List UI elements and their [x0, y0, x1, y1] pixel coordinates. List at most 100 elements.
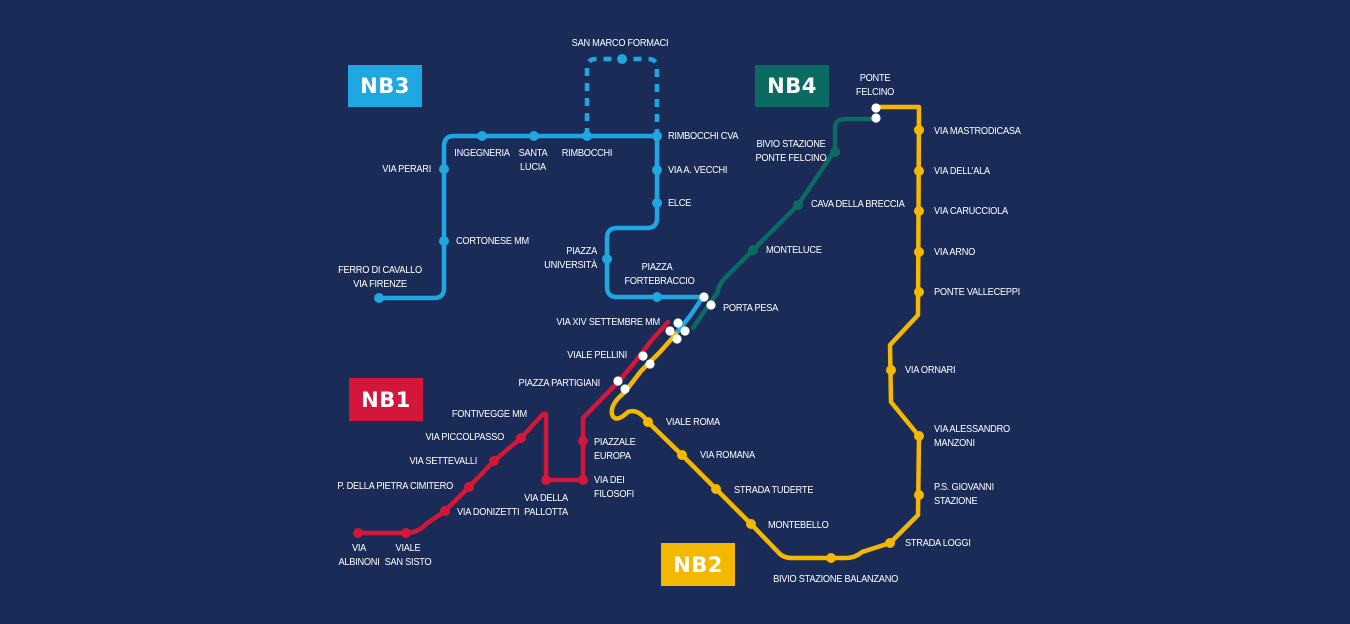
station-label-viale-pellini[interactable]: VIALE PELLINI [567, 349, 627, 361]
station-dot-nb2[interactable] [746, 519, 756, 529]
station-dot-nb2[interactable] [677, 450, 687, 460]
station-label-p-della-pietra[interactable]: P. DELLA PIETRA CIMITERO [337, 480, 453, 492]
station-dot-nb3[interactable] [374, 293, 384, 303]
station-label-san-marco-formaci[interactable]: SAN MARCO FORMACI [571, 37, 669, 49]
station-label-bivio-ponte-felcino[interactable]: BIVIO STAZIONE PONTE FELCINO [755, 138, 827, 164]
station-dot-nb2[interactable] [886, 365, 896, 375]
station-dot-nb1[interactable] [440, 506, 450, 516]
station-dot-nb3[interactable] [602, 254, 612, 264]
interchange-station[interactable] [673, 318, 690, 336]
station-dot-nb2[interactable] [914, 166, 924, 176]
station-dot-nb2[interactable] [914, 206, 924, 216]
station-label-piazza-universita[interactable]: PIAZZA UNIVERSITÀ [544, 245, 597, 271]
station-dot-nb2[interactable] [914, 490, 924, 500]
interchange-station[interactable] [665, 326, 682, 344]
interchange-dot [871, 103, 881, 113]
station-dot-nb2[interactable] [711, 484, 721, 494]
station-dot-nb3[interactable] [652, 292, 662, 302]
station-dot-nb3[interactable] [652, 131, 662, 141]
station-dot-nb4[interactable] [748, 245, 758, 255]
station-label-via-dellala[interactable]: VIA DELL’ALA [934, 165, 990, 177]
station-label-via-carucciola[interactable]: VIA CARUCCIOLA [934, 205, 1008, 217]
interchange-dot [645, 359, 655, 369]
station-label-fontivegge-mm[interactable]: FONTIVEGGE MM [451, 408, 527, 420]
interchange-dot [871, 113, 881, 123]
route-nb3-dashed-branch[interactable] [584, 56, 660, 136]
station-label-porta-pesa[interactable]: PORTA PESA [723, 302, 779, 314]
station-dot-nb1[interactable] [401, 528, 411, 538]
station-dot-nb1[interactable] [578, 436, 588, 446]
station-dot-nb1[interactable] [541, 475, 551, 485]
station-label-strada-loggi[interactable]: STRADA LOGGI [905, 537, 971, 549]
station-label-via-della-pallotta[interactable]: VIA DELLA PALLOTTA [524, 492, 568, 518]
station-dot-nb1[interactable] [353, 528, 363, 538]
badge-nb4: NB4 [755, 65, 829, 107]
station-label-ingegneria[interactable]: INGEGNERIA [454, 147, 510, 159]
interchange-station[interactable] [871, 103, 881, 123]
station-label-montebello[interactable]: MONTEBELLO [768, 519, 829, 531]
station-dot-nb2[interactable] [914, 125, 924, 135]
route-nb4[interactable] [690, 116, 878, 331]
station-label-piazza-partigiani[interactable]: PIAZZA PARTIGIANI [518, 377, 601, 389]
station-label-ponte-valleceppi[interactable]: PONTE VALLECEPPI [934, 286, 1020, 298]
station-dot-nb2[interactable] [914, 431, 924, 441]
station-label-rimbocchi[interactable]: RIMBOCCHI [561, 147, 613, 159]
station-dot-nb4[interactable] [793, 200, 803, 210]
station-dot-nb3[interactable] [439, 236, 449, 246]
station-label-via-piccolpasso[interactable]: VIA PICCOLPASSO [425, 431, 504, 443]
station-dot-nb1[interactable] [516, 433, 526, 443]
station-label-ponte-felcino[interactable]: PONTE FELCINO [855, 72, 895, 98]
interchange-dot [706, 300, 716, 310]
station-label-ferro-di-cavallo[interactable]: FERRO DI CAVALLO VIA FIRENZE [338, 264, 422, 290]
station-dot-nb1[interactable] [489, 456, 499, 466]
station-dot-nb1[interactable] [464, 482, 474, 492]
station-label-piazza-fortebraccio[interactable]: PIAZZA FORTEBRACCIO [624, 261, 695, 287]
station-label-via-manzoni[interactable]: VIA ALESSANDRO MANZONI [934, 423, 1010, 449]
interchange-dot [673, 318, 683, 328]
station-dot-nb2[interactable] [826, 553, 836, 563]
interchange-dot [699, 292, 709, 302]
station-label-via-perari[interactable]: VIA PERARI [382, 163, 431, 175]
station-dot-nb3[interactable] [582, 131, 592, 141]
station-dot-nb3[interactable] [652, 198, 662, 208]
station-dot-nb1[interactable] [578, 475, 588, 485]
station-dot-nb3[interactable] [477, 131, 487, 141]
station-label-bivio-balanzano[interactable]: BIVIO STAZIONE BALANZANO [773, 573, 899, 585]
station-label-strada-tuderte[interactable]: STRADA TUDERTE [734, 484, 814, 496]
station-label-via-ornari[interactable]: VIA ORNARI [905, 364, 956, 376]
station-label-rimbocchi-cva[interactable]: RIMBOCCHI CVA [668, 130, 739, 142]
station-label-via-settevalli[interactable]: VIA SETTEVALLI [409, 455, 477, 467]
station-dot-nb3[interactable] [529, 131, 539, 141]
station-dot-nb2[interactable] [885, 538, 895, 548]
station-label-piazzale-europa[interactable]: PIAZZALE EUROPA [594, 436, 636, 462]
interchange-station[interactable] [638, 351, 655, 369]
station-dot-nb2[interactable] [914, 247, 924, 257]
station-label-cava-breccia[interactable]: CAVA DELLA BRECCIA [811, 198, 905, 210]
station-label-santa-lucia[interactable]: SANTA LUCIA [518, 147, 548, 173]
station-label-viale-san-sisto[interactable]: VIALE SAN SISTO [384, 542, 432, 568]
station-label-via-dei-filosofi[interactable]: VIA DEI FILOSOFI [594, 474, 634, 500]
interchange-station[interactable] [699, 292, 716, 310]
station-label-viale-roma[interactable]: VIALE ROMA [666, 416, 720, 428]
interchange-station[interactable] [613, 376, 630, 394]
station-label-via-arno[interactable]: VIA ARNO [934, 246, 976, 258]
station-label-elce[interactable]: ELCE [668, 197, 692, 209]
station-dot-nb3[interactable] [439, 164, 449, 174]
station-label-via-a-vecchi[interactable]: VIA A. VECCHI [668, 164, 728, 176]
station-label-via-mastrodicasa[interactable]: VIA MASTRODICASA [934, 125, 1021, 137]
route-nb3[interactable] [376, 133, 706, 339]
station-label-via-xiv-settembre[interactable]: VIA XIV SETTEMBRE MM [556, 316, 660, 328]
station-label-cortonese-mm[interactable]: CORTONESE MM [456, 235, 529, 247]
station-label-via-albinoni[interactable]: VIA ALBINONI [338, 542, 380, 568]
station-dot-nb4[interactable] [830, 147, 840, 157]
station-dot-nb3[interactable] [652, 165, 662, 175]
station-label-monteluce[interactable]: MONTELUCE [766, 244, 822, 256]
route-nb2[interactable] [609, 104, 922, 561]
station-dot-nb2[interactable] [643, 417, 653, 427]
interchange-dot [672, 334, 682, 344]
station-label-ps-giovanni[interactable]: P.S. GIOVANNI STAZIONE [934, 481, 994, 507]
station-dot-nb2[interactable] [914, 287, 924, 297]
station-dot-nb3[interactable] [617, 54, 627, 64]
station-label-via-donizetti[interactable]: VIA DONIZETTI [457, 506, 520, 518]
station-label-via-romana[interactable]: VIA ROMANA [700, 449, 755, 461]
